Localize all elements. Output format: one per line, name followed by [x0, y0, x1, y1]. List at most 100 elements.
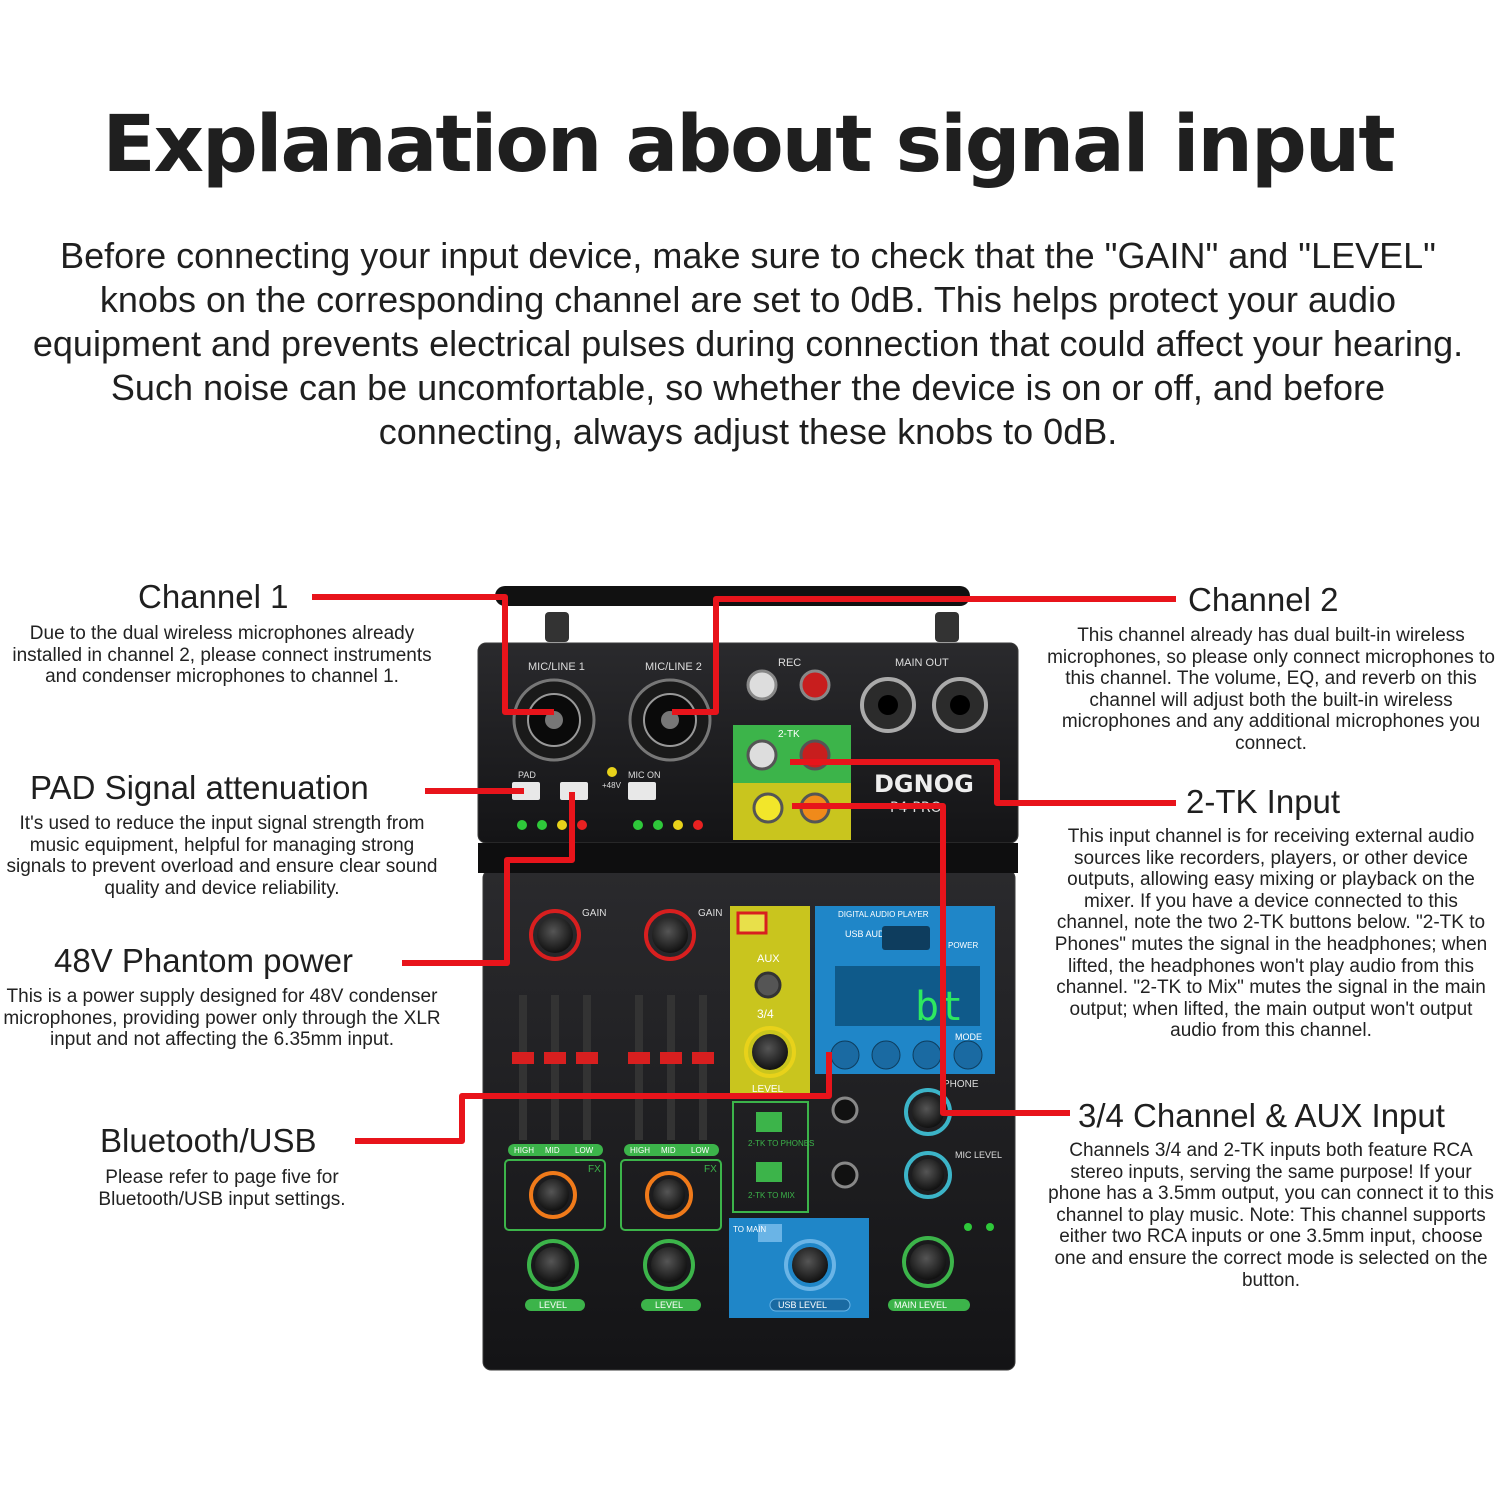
level-knob-2[interactable]	[643, 1239, 695, 1291]
fx-knob-2[interactable]	[645, 1171, 693, 1219]
level-strip-2	[641, 1299, 701, 1311]
fx-label-2: FX	[704, 1164, 717, 1175]
mic-on-button[interactable]	[628, 782, 656, 800]
pad-label: PAD	[518, 770, 536, 780]
headphone-jack[interactable]	[831, 1096, 859, 1124]
pad-heading: PAD Signal attenuation	[30, 769, 369, 806]
fx-label-1: FX	[588, 1164, 601, 1175]
aux-jack[interactable]	[754, 971, 782, 999]
gain-label-2: GAIN	[698, 908, 722, 919]
pad-description: It's used to reduce the input signal str…	[6, 813, 438, 899]
rec-rca-right[interactable]	[799, 669, 831, 701]
twotk-rca-left[interactable]	[746, 739, 778, 771]
twotk-buttons-box	[732, 1101, 809, 1213]
twotk-to-phones-label: 2-TK TO PHONES	[748, 1139, 814, 1148]
eq-label-strip-ch2: HIGH MID LOW	[624, 1144, 719, 1156]
callout-line-ch34	[792, 803, 1070, 1116]
bluetooth-description: Please refer to page five for Bluetooth/…	[98, 1167, 346, 1210]
xlr-jack-2[interactable]	[628, 678, 712, 762]
rec-rca-left[interactable]	[746, 669, 778, 701]
mic-line-2-label: MIC/LINE 2	[645, 661, 702, 673]
main-led-right	[986, 1223, 994, 1231]
twotk-heading: 2-TK Input	[1186, 783, 1341, 820]
phone-label: PHONE	[943, 1079, 979, 1090]
phantom-description: This is a power supply designed for 48V …	[3, 986, 441, 1051]
twotk-description: This input channel is for receiving exte…	[1054, 826, 1488, 1042]
main-out-label: MAIN OUT	[895, 657, 949, 669]
channel1-description: Due to the dual wireless microphones alr…	[12, 623, 432, 688]
mic-level-knob[interactable]	[904, 1151, 952, 1199]
level-label-1: LEVEL	[539, 1300, 567, 1310]
svg-text:HIGH: HIGH	[514, 1146, 534, 1155]
ch34-rca-left[interactable]	[752, 792, 784, 824]
svg-text:MID: MID	[545, 1146, 560, 1155]
level-leds-ch2	[633, 820, 703, 830]
ch34-description: Channels 3/4 and 2-TK inputs both featur…	[1048, 1140, 1494, 1291]
usb-level-label: USB LEVEL	[778, 1300, 827, 1310]
eq-faders-ch2[interactable]	[628, 995, 714, 1140]
level-leds-ch1	[517, 820, 587, 830]
channel2-heading: Channel 2	[1188, 581, 1339, 618]
twotk-to-mix-label: 2-TK TO MIX	[748, 1191, 795, 1200]
antenna-base-right	[935, 612, 959, 642]
eq-label-strip-ch1: HIGH MID LOW	[508, 1144, 603, 1156]
fx-knob-1[interactable]	[529, 1171, 577, 1219]
twotk-zone-label: 2-TK	[778, 729, 800, 740]
channel2-description: This channel already has dual built-in w…	[1047, 625, 1495, 754]
pad-button[interactable]	[512, 782, 540, 800]
gain-label-1: GAIN	[582, 908, 606, 919]
phantom-led	[607, 767, 617, 777]
callout-line-phantom	[402, 792, 575, 966]
mic-level-label: MIC LEVEL	[955, 1150, 1002, 1160]
level-knob-1[interactable]	[527, 1239, 579, 1291]
ch34-level-knob[interactable]	[744, 1026, 796, 1078]
main-level-knob[interactable]	[902, 1236, 954, 1288]
level-strip-1	[525, 1299, 585, 1311]
svg-text:HIGH: HIGH	[630, 1146, 650, 1155]
rec-label: REC	[778, 657, 801, 669]
mic-jack[interactable]	[831, 1161, 859, 1189]
player-buttons[interactable]	[830, 1040, 983, 1070]
gain-knob-1[interactable]	[529, 909, 581, 961]
power-label: POWER	[948, 941, 978, 950]
main-level-label: MAIN LEVEL	[894, 1300, 947, 1310]
level-label-2: LEVEL	[655, 1300, 683, 1310]
mic-line-1-label: MIC/LINE 1	[528, 661, 585, 673]
usb-port[interactable]	[882, 926, 930, 950]
mic-on-label: MIC ON	[628, 770, 661, 780]
ch34-level-label: LEVEL	[752, 1084, 784, 1095]
callout-line-bluetooth	[355, 1052, 832, 1144]
brand-logo: DGNOG	[874, 770, 974, 798]
ch34-heading: 3/4 Channel & AUX Input	[1078, 1097, 1445, 1134]
usb-audio-label: USB AUDIO	[845, 929, 894, 939]
intro-paragraph: Before connecting your input device, mak…	[32, 235, 1464, 452]
channel1-heading: Channel 1	[138, 578, 289, 615]
main-led-left	[964, 1223, 972, 1231]
twotk-to-phones-button[interactable]	[756, 1112, 782, 1132]
callout-line-channel2	[672, 596, 1176, 715]
fx-box-ch1	[504, 1159, 606, 1231]
ch34-mode-button[interactable]	[736, 911, 768, 935]
player-display	[835, 966, 980, 1026]
ch34-upper-zone	[733, 783, 851, 840]
usb-level-strip	[769, 1298, 851, 1312]
svg-text:LOW: LOW	[691, 1146, 710, 1155]
usb-level-knob[interactable]	[784, 1239, 836, 1291]
gain-knob-2[interactable]	[644, 909, 696, 961]
to-main-button[interactable]	[758, 1224, 782, 1242]
svg-text:LOW: LOW	[575, 1146, 594, 1155]
phantom-power-button[interactable]	[560, 782, 588, 800]
callout-lines	[312, 594, 1176, 1144]
page-title: Explanation about signal input	[102, 100, 1395, 190]
eq-faders-ch1[interactable]	[512, 995, 598, 1140]
phantom-heading: 48V Phantom power	[54, 942, 354, 979]
xlr-jack-1[interactable]	[512, 678, 596, 762]
twotk-to-mix-button[interactable]	[756, 1162, 782, 1182]
aux-label: AUX	[757, 953, 780, 965]
bluetooth-heading: Bluetooth/USB	[100, 1122, 317, 1159]
callout-line-twotk	[790, 759, 1176, 806]
dap-label: DIGITAL AUDIO PLAYER	[838, 910, 929, 919]
plus48v-label: +48V	[602, 781, 622, 790]
main-level-strip	[888, 1299, 970, 1311]
